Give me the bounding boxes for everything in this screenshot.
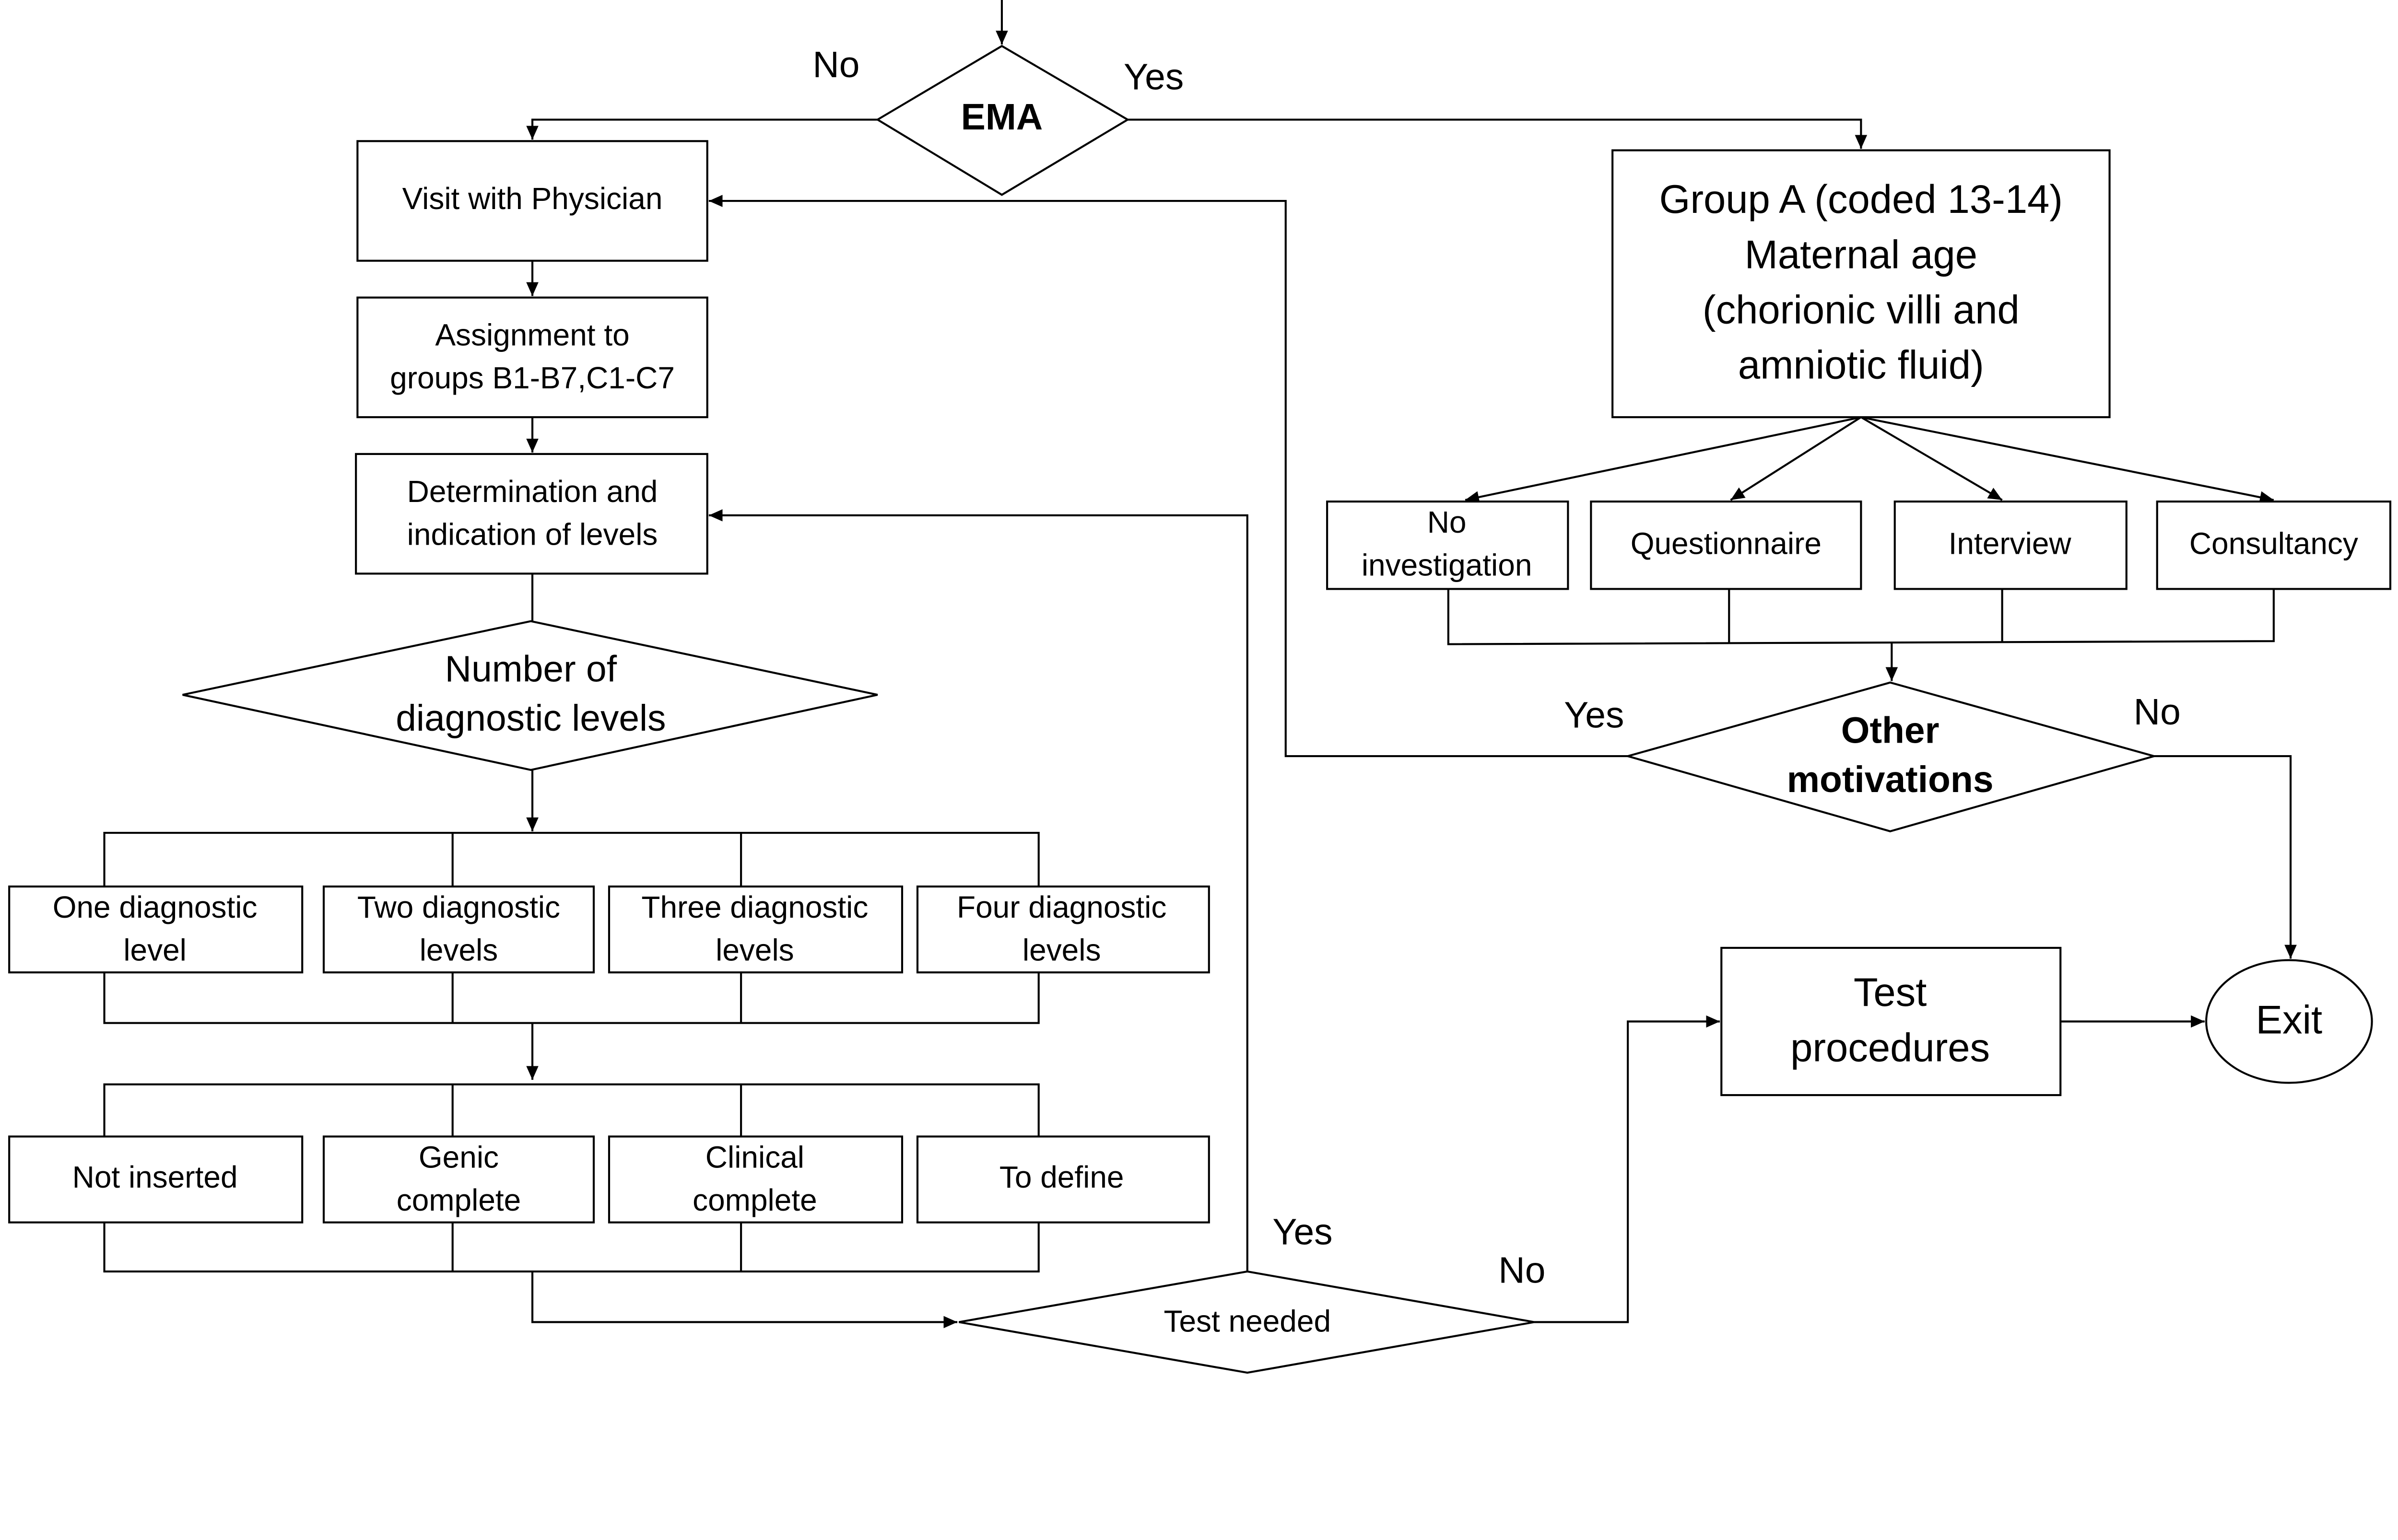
level-line: Two diagnostic (357, 890, 560, 924)
status-box: To define (916, 1135, 1210, 1224)
determination-line: Determination and (407, 474, 658, 509)
investigation-box: Consultancy (2156, 500, 2392, 590)
level-box: Four diagnostic levels (916, 885, 1210, 974)
investigation-line: Interview (1949, 526, 2072, 561)
status-box: Not inserted (8, 1135, 304, 1224)
assignment-line: groups B1-B7,C1-C7 (390, 361, 675, 395)
group-a-line: Group A (coded 13-14) (1659, 177, 2063, 222)
visit-physician-box: Visit with Physician (356, 140, 708, 262)
investigation-box: Interview (1893, 500, 2128, 590)
number-levels-decision: Number of diagnostic levels (182, 620, 878, 771)
test-yes-label: Yes (1272, 1212, 1332, 1252)
group-a-box: Group A (coded 13-14) Maternal age (chor… (1611, 149, 2111, 419)
exit-label: Exit (2256, 998, 2323, 1042)
ema-label: EMA (961, 97, 1043, 138)
other-motivations-decision: Other motivations (1624, 681, 2158, 833)
group-a-line: (chorionic villi and (1703, 288, 2020, 332)
investigation-line: Consultancy (2189, 526, 2358, 561)
status-line: To define (999, 1160, 1124, 1194)
test-procedures-line: Test (1854, 970, 1927, 1015)
ema-decision: EMA (875, 45, 1130, 196)
investigation-box: No investigation (1326, 500, 1569, 590)
other-no-label: No (2134, 692, 2181, 733)
ema-yes-label: Yes (1124, 57, 1184, 98)
flowchart: EMA No Yes Visit with Physician Assignme… (8, 0, 2392, 1374)
investigation-line: No (1427, 505, 1467, 539)
determination-box: Determination and indication of levels (355, 453, 708, 575)
investigation-line: Questionnaire (1631, 526, 1822, 561)
level-box: Three diagnostic levels (608, 885, 904, 974)
connectors (103, 0, 2297, 1329)
determination-line: indication of levels (407, 517, 658, 552)
visit-label: Visit with Physician (402, 181, 663, 216)
level-line: One diagnostic (53, 890, 258, 924)
status-line: complete (693, 1183, 817, 1217)
assignment-line: Assignment to (435, 318, 629, 352)
level-line: levels (716, 933, 794, 967)
status-box: Clinical complete (608, 1135, 904, 1224)
other-yes-label: Yes (1564, 695, 1624, 735)
ema-no-label: No (812, 45, 859, 85)
status-line: Clinical (705, 1140, 804, 1174)
number-levels-line: Number of (445, 649, 617, 689)
test-needed-decision: Test needed (958, 1270, 1535, 1374)
level-box: One diagnostic level (8, 885, 304, 974)
other-motivations-line: Other (1841, 710, 1940, 751)
investigation-line: investigation (1362, 548, 1532, 583)
exit-terminal: Exit (2205, 959, 2373, 1084)
group-a-line: amniotic fluid) (1738, 343, 1984, 387)
level-line: Four diagnostic (957, 890, 1166, 924)
level-line: levels (1023, 933, 1101, 967)
other-motivations-line: motivations (1787, 759, 1994, 800)
test-no-label: No (1498, 1250, 1545, 1291)
number-levels-line: diagnostic levels (396, 698, 666, 739)
status-line: complete (397, 1183, 521, 1217)
level-line: level (123, 933, 187, 967)
status-line: Not inserted (72, 1160, 238, 1194)
test-procedures-line: procedures (1790, 1025, 1990, 1070)
group-a-line: Maternal age (1745, 232, 1977, 277)
level-line: levels (420, 933, 498, 967)
test-procedures-box: Test procedures (1720, 946, 2062, 1097)
status-line: Genic (419, 1140, 499, 1174)
level-box: Two diagnostic levels (322, 885, 595, 974)
investigation-box: Questionnaire (1590, 500, 1862, 590)
status-box: Genic complete (322, 1135, 595, 1224)
assignment-box: Assignment to groups B1-B7,C1-C7 (356, 296, 708, 419)
level-line: Three diagnostic (641, 890, 868, 924)
test-needed-label: Test needed (1164, 1304, 1331, 1339)
